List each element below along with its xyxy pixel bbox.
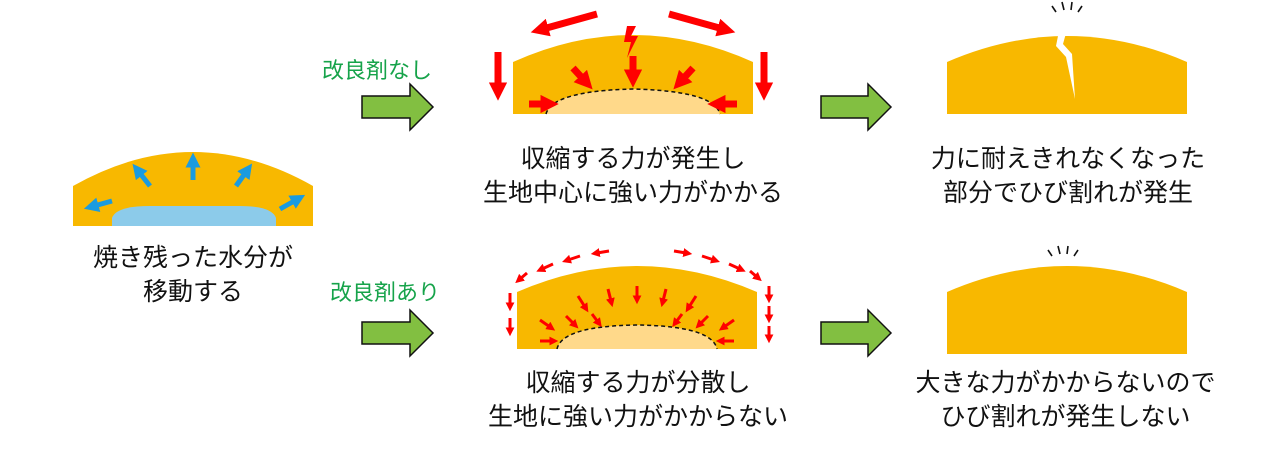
moisture-arrow-icon (132, 163, 152, 188)
start-caption: 焼き残った水分が 移動する (58, 241, 328, 309)
force-arrow-icon (673, 248, 693, 257)
force-arrow-group (539, 286, 735, 346)
cake-body (947, 266, 1187, 354)
force-arrow-icon (590, 248, 610, 257)
shrinking-core (556, 324, 718, 350)
spark-lines-icon (1051, 1, 1083, 13)
force-arrow-icon (590, 313, 602, 328)
force-arrow-icon (668, 10, 736, 37)
moisture-arrow-icon (278, 194, 306, 212)
top-middle-cake (488, 10, 774, 115)
bottom-middle-caption: 収縮する力が分散し 生地に強い力がかからない (468, 366, 808, 434)
top-middle-caption-line1: 収縮する力が発生し (520, 144, 746, 173)
bottom-middle-caption-line1: 収縮する力が分散し (525, 368, 751, 397)
spark-lines-icon (1047, 245, 1079, 257)
force-arrow-icon (749, 269, 762, 282)
moisture-arrow-icon (233, 163, 253, 188)
step-arrow-icon (361, 308, 435, 358)
cracked-cake (947, 1, 1187, 114)
force-arrow-icon (605, 288, 615, 308)
force-arrow-icon (672, 313, 684, 328)
cake-body (947, 36, 1187, 114)
crack-icon (624, 26, 638, 58)
force-arrow-icon (515, 271, 528, 284)
force-arrow-icon (576, 295, 589, 313)
force-arrow-icon (728, 262, 746, 272)
force-arrow-icon (659, 288, 669, 308)
force-arrow-icon (701, 254, 720, 264)
force-arrow-icon (539, 318, 556, 331)
label-with-improver: 改良剤あり (330, 281, 441, 306)
top-right-caption-line1: 力に耐えきれなくなった (930, 144, 1206, 173)
crack-icon (1056, 26, 1075, 99)
bottom-right-caption: 大きな力がかからないので ひび割れが発生しない (893, 366, 1238, 434)
top-middle-caption-line2: 生地中心に強い力がかかる (482, 178, 783, 207)
force-arrow-icon (536, 262, 554, 272)
bottom-middle-caption-line2: 生地に強い力がかからない (487, 402, 788, 431)
force-arrow-icon (673, 65, 696, 90)
intact-cake (947, 245, 1187, 354)
bottom-middle-cake (505, 248, 774, 350)
start-cake (73, 152, 313, 226)
label-without-improver: 改良剤なし (322, 59, 433, 84)
force-arrow-icon (718, 318, 735, 331)
bottom-right-caption-line1: 大きな力がかからないので (915, 368, 1216, 397)
start-caption-line1: 焼き残った水分が (92, 243, 293, 272)
moisture-pool (112, 206, 276, 226)
step-arrow-icon (820, 82, 893, 132)
start-caption-line2: 移動する (142, 277, 243, 306)
top-middle-caption: 収縮する力が発生し 生地中心に強い力がかかる (468, 142, 798, 210)
force-arrow-icon (695, 314, 710, 329)
force-arrow-icon (530, 10, 598, 37)
top-right-caption: 力に耐えきれなくなった 部分でひび割れが発生 (903, 142, 1233, 210)
force-arrow-icon (570, 65, 593, 90)
top-right-caption-line2: 部分でひび割れが発生 (942, 178, 1193, 207)
moisture-arrow-icon (83, 197, 113, 213)
bottom-right-caption-line2: ひび割れが発生しない (940, 402, 1191, 431)
force-arrow-icon (562, 254, 581, 264)
force-arrow-icon (564, 314, 579, 329)
step-arrow-icon (361, 82, 435, 132)
force-arrow-icon (685, 295, 698, 313)
outer-force-arrows (505, 248, 774, 344)
step-arrow-icon (820, 308, 893, 358)
